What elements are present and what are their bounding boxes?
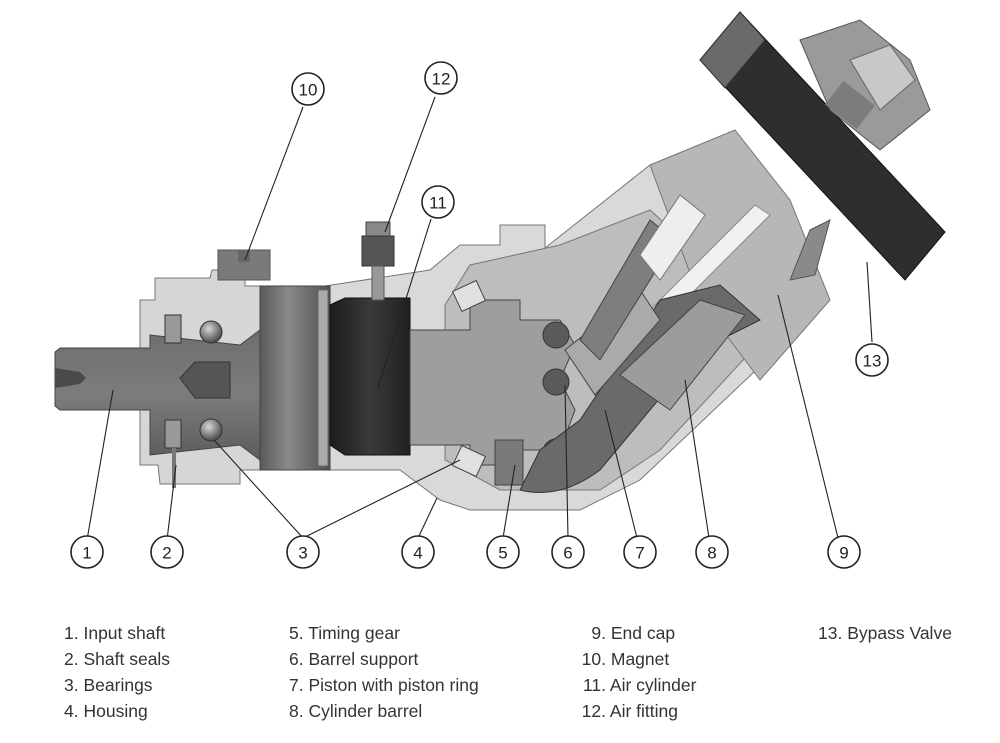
drive-flange xyxy=(259,285,331,471)
magnet-plug xyxy=(217,249,271,281)
legend-col-2: 5. Timing gear 6. Barrel support 7. Pist… xyxy=(289,620,479,724)
callout-number: 5 xyxy=(498,544,507,563)
leader-7 xyxy=(604,409,638,539)
callout-6: 6 xyxy=(551,535,585,569)
leader-4 xyxy=(417,497,438,539)
legend-item: 5. Timing gear xyxy=(289,623,400,643)
legend-item: 7. Piston with piston ring xyxy=(289,675,479,695)
callout-12: 12 xyxy=(424,61,458,95)
callout-5: 5 xyxy=(486,535,520,569)
callout-circle xyxy=(70,535,104,569)
callout-circle xyxy=(827,535,861,569)
callout-number: 6 xyxy=(563,544,572,563)
air-cylinder xyxy=(329,297,411,456)
callout-11: 11 xyxy=(421,185,455,219)
leader-lines xyxy=(86,96,873,541)
shaft-seals xyxy=(164,314,182,488)
input-shaft xyxy=(54,329,301,461)
leader-9 xyxy=(777,294,839,539)
legend-item: 9. End cap xyxy=(591,623,676,643)
callout-circle xyxy=(623,535,657,569)
leader-5 xyxy=(502,464,516,539)
leader-12 xyxy=(384,96,436,233)
callout-circle xyxy=(855,343,889,377)
air-fitting xyxy=(361,221,395,301)
callout-number: 10 xyxy=(299,81,318,100)
leader-1 xyxy=(86,389,114,541)
legend-item: 8. Cylinder barrel xyxy=(289,701,423,721)
legend-item: 13. Bypass Valve xyxy=(818,623,952,643)
timing-gear xyxy=(494,439,524,486)
callout-4: 4 xyxy=(401,535,435,569)
callout-circle xyxy=(401,535,435,569)
leader-6 xyxy=(564,384,569,539)
callout-7: 7 xyxy=(623,535,657,569)
callout-8: 8 xyxy=(695,535,729,569)
callout-circle xyxy=(421,185,455,219)
leader-10 xyxy=(244,106,304,261)
legend-item: 6. Barrel support xyxy=(289,649,419,669)
cylinder-barrel xyxy=(519,194,761,493)
legend-col-4: 13. Bypass Valve xyxy=(818,620,952,646)
callout-2: 2 xyxy=(150,535,184,569)
legend-col-3: 9. End cap 10. Magnet 11. Air cylinder 1… xyxy=(580,620,697,724)
callout-1: 1 xyxy=(70,535,104,569)
leader-3a xyxy=(213,439,304,539)
legend-item: 12. Air fitting xyxy=(581,701,678,721)
callout-3: 3 xyxy=(286,535,320,569)
legend-item: 10. Magnet xyxy=(581,649,670,669)
legend-col-1: 1. Input shaft 2. Shaft seals 3. Bearing… xyxy=(64,620,170,724)
leader-2 xyxy=(166,464,177,541)
bypass-valve-block xyxy=(699,11,946,281)
callout-circle xyxy=(150,535,184,569)
roller-bearings xyxy=(451,279,487,478)
callout-number: 2 xyxy=(162,544,171,563)
callout-number: 13 xyxy=(863,352,882,371)
callout-9: 9 xyxy=(827,535,861,569)
callout-circle xyxy=(695,535,729,569)
callout-number: 4 xyxy=(413,544,422,563)
leader-3b xyxy=(302,459,461,539)
callout-number: 7 xyxy=(635,544,644,563)
legend-item: 11. Air cylinder xyxy=(582,675,697,695)
callout-number: 3 xyxy=(298,544,307,563)
legend-item: 1. Input shaft xyxy=(64,623,166,643)
leader-13 xyxy=(866,261,873,343)
callout-13: 13 xyxy=(855,343,889,377)
ball-bearings xyxy=(199,320,223,442)
legend-item: 2. Shaft seals xyxy=(64,649,171,669)
callout-circle xyxy=(286,535,320,569)
callout-number: 8 xyxy=(707,544,716,563)
callout-circle xyxy=(551,535,585,569)
callout-number: 9 xyxy=(839,544,848,563)
callout-circle xyxy=(486,535,520,569)
legend-item: 4. Housing xyxy=(64,701,148,721)
callout-number: 11 xyxy=(429,194,447,213)
callout-number: 12 xyxy=(432,70,451,89)
callout-circle xyxy=(424,61,458,95)
callout-number: 1 xyxy=(82,544,91,563)
leader-8 xyxy=(684,379,710,539)
callout-10: 10 xyxy=(291,72,325,106)
leader-11 xyxy=(377,218,432,389)
callout-circle xyxy=(291,72,325,106)
legend-item: 3. Bearings xyxy=(64,675,153,695)
